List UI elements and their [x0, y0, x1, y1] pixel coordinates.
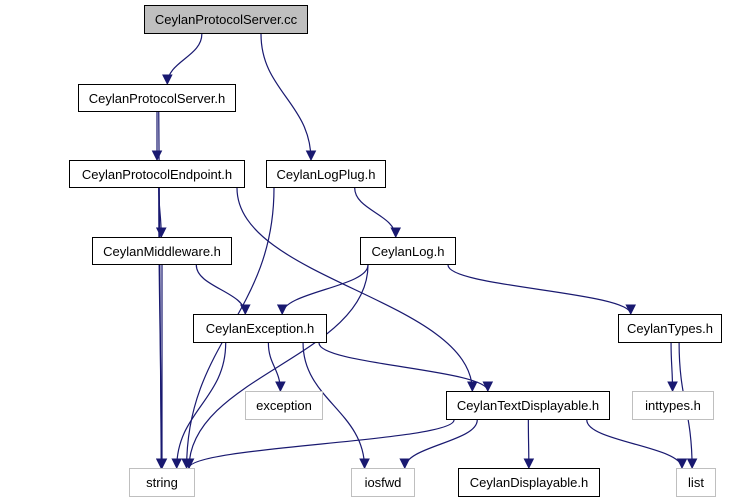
node-ceylanmiddleware-h[interactable]: CeylanMiddleware.h	[92, 237, 232, 265]
edge-n_td-to-n_string	[183, 419, 455, 470]
node-iosfwd[interactable]: iosfwd	[351, 468, 415, 497]
node-ceylantextdisplayable-h[interactable]: CeylanTextDisplayable.h	[446, 391, 610, 420]
edge-n_exc-to-n_string	[171, 342, 227, 470]
node-ceylanprotocolserver-cc[interactable]: CeylanProtocolServer.cc	[144, 5, 308, 34]
node-inttypes-h[interactable]: inttypes.h	[632, 391, 714, 420]
node-exception[interactable]: exception	[245, 391, 323, 420]
node-ceylandisplayable-h[interactable]: CeylanDisplayable.h	[458, 468, 600, 497]
node-list[interactable]: list	[676, 468, 716, 497]
node-ceylantypes-h[interactable]: CeylanTypes.h	[618, 314, 722, 343]
node-ceylanlogplug-h[interactable]: CeylanLogPlug.h	[266, 160, 386, 188]
edge-n_exc-to-n_exception	[267, 342, 286, 393]
edge-n_td-to-n_disp	[523, 419, 535, 470]
edge-n_td-to-n_iosfwd	[399, 419, 478, 470]
edge-n_types-to-n_inttypes	[667, 342, 678, 393]
node-ceylanexception-h[interactable]: CeylanException.h	[193, 314, 327, 343]
node-string[interactable]: string	[129, 468, 195, 497]
edge-n_log-to-n_types	[447, 264, 637, 316]
edge-n_ep_h-to-n_string	[155, 187, 167, 470]
edge-n_exc-to-n_iosfwd	[302, 342, 370, 470]
node-ceylanlog-h[interactable]: CeylanLog.h	[360, 237, 456, 265]
edge-n_cc-to-n_logplug	[260, 33, 317, 162]
node-ceylanprotocolendpoint-h[interactable]: CeylanProtocolEndpoint.h	[69, 160, 245, 188]
edge-n_cc-to-n_ps_h	[161, 33, 203, 86]
node-ceylanprotocolserver-h[interactable]: CeylanProtocolServer.h	[78, 84, 236, 112]
edge-n_ep_h-to-n_td	[236, 187, 478, 393]
edge-n_log-to-n_exc	[276, 264, 369, 316]
edge-n_logplug-to-n_log	[354, 187, 402, 239]
edge-n_td-to-n_list	[586, 419, 688, 470]
edge-n_exc-to-n_td	[318, 342, 494, 393]
edge-n_log-to-n_string	[183, 264, 369, 470]
edge-n_mw-to-n_exc	[195, 264, 251, 316]
